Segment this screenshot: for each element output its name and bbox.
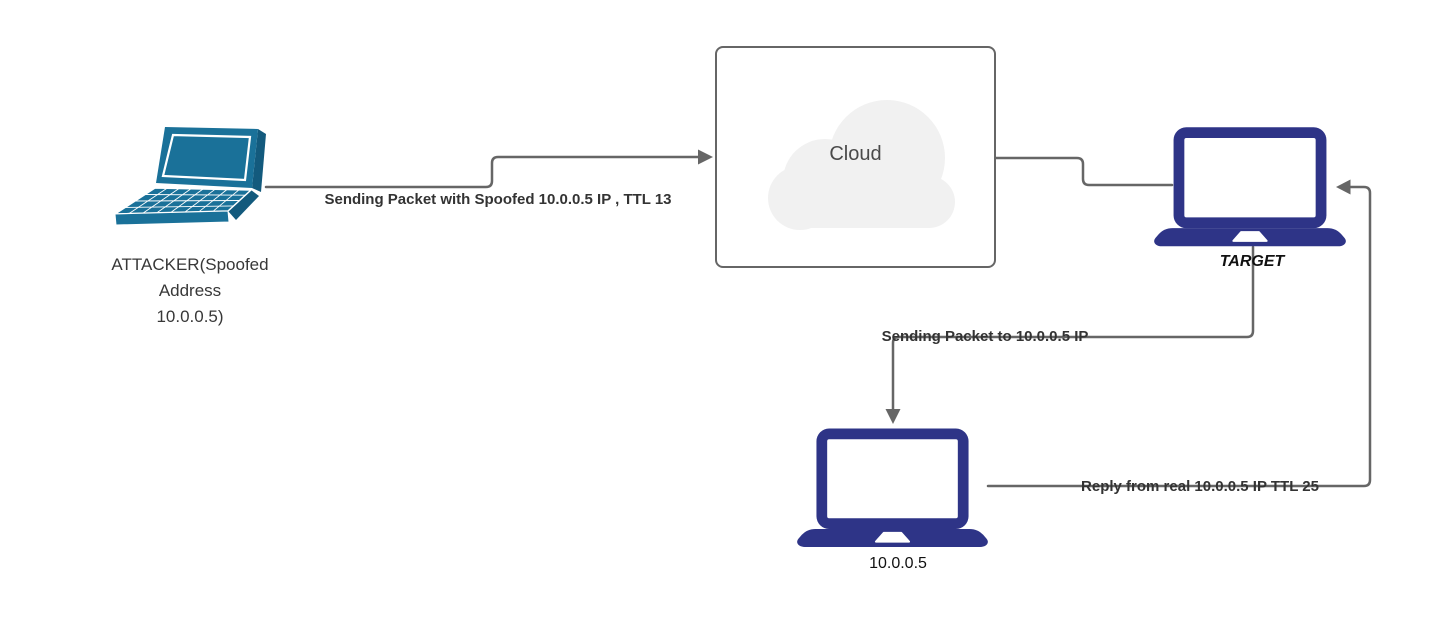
connector-cloud-to-target <box>994 156 1174 187</box>
host-label: 10.0.0.5 <box>869 555 927 572</box>
attacker-laptop-icon <box>112 127 266 226</box>
cloud-icon <box>768 100 955 230</box>
target-laptop-icon <box>1154 127 1346 247</box>
arrowhead-into-host <box>885 409 901 424</box>
edge-label-reply-from-real: Reply from real 10.0.0.5 IP TTL 25 <box>1081 478 1319 495</box>
cloud-container: Cloud <box>715 46 996 268</box>
connector-host-to-target <box>986 185 1372 488</box>
connector-target-to-host <box>891 245 1255 412</box>
edge-label-spoofed-packet: Sending Packet with Spoofed 10.0.0.5 IP … <box>324 191 672 208</box>
attacker-label: ATTACKER(Spoofed Address 10.0.0.5) <box>88 252 292 330</box>
host-laptop-icon <box>797 428 988 547</box>
target-label: TARGET <box>1219 253 1285 270</box>
attacker-label-line3: 10.0.0.5) <box>156 307 224 326</box>
connector-attacker-to-cloud <box>264 155 700 189</box>
arrowhead-into-target <box>1336 179 1351 195</box>
edge-label-sending-to-real: Sending Packet to 10.0.0.5 IP <box>881 328 1089 345</box>
cloud-label: Cloud <box>829 143 882 165</box>
attacker-label-line2: Address <box>158 281 222 300</box>
attacker-label-line1: ATTACKER(Spoofed <box>111 255 269 274</box>
arrowhead-into-cloud <box>698 149 713 165</box>
